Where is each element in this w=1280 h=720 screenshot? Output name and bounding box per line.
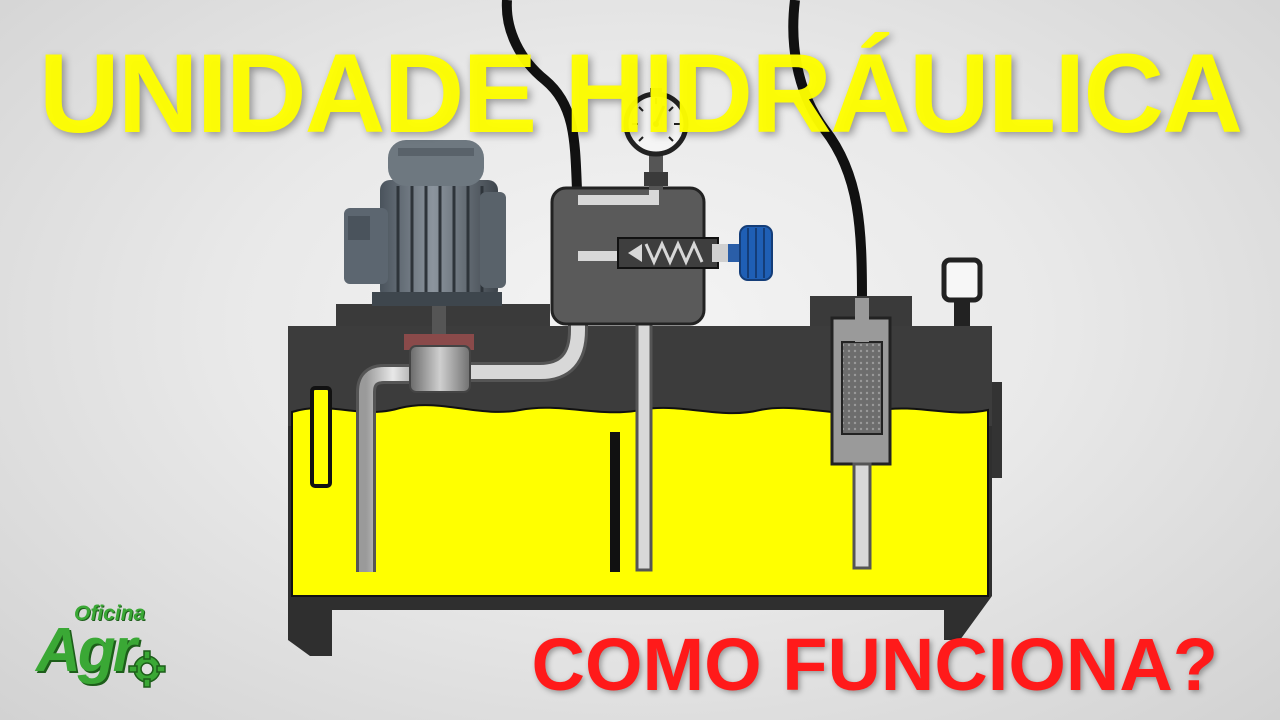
gear-icon [128,650,166,688]
relief-valve-icon [618,238,730,268]
breather-cap-icon [944,260,980,326]
page-subtitle: COMO FUNCIONA? [532,628,1219,702]
electric-motor-icon [344,140,506,306]
page-title: UNIDADE HIDRÁULICA [0,38,1280,150]
brand-logo: Oficina Agr [34,600,174,700]
logo-text-main: Agr [36,620,134,682]
adjustment-knob-icon [728,226,772,280]
level-sight-glass [312,388,330,486]
baffle-plate [610,432,620,572]
